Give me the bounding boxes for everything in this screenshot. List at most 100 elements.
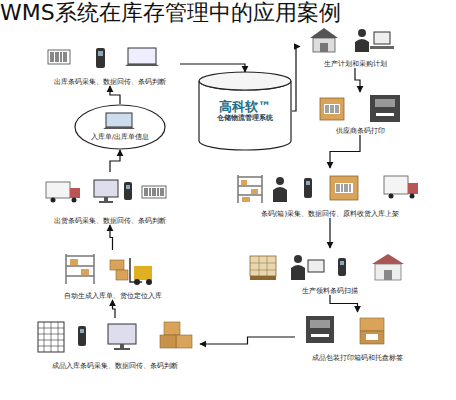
table-icon <box>38 322 64 352</box>
monitor-icon <box>108 324 136 350</box>
ellipse-outline <box>75 105 165 149</box>
pallet-icon-part <box>250 256 276 276</box>
truck-icon-part <box>389 194 394 199</box>
scanner-icon <box>304 178 312 198</box>
barcode-icon <box>48 50 70 64</box>
operator-icon-part <box>370 46 394 49</box>
monitor-icon-part <box>94 180 118 197</box>
cylinder-body <box>199 81 291 150</box>
box-stack-icon <box>160 322 192 348</box>
shelf-icon-part <box>66 254 94 284</box>
node-caption: 条码(箱)采集、数据回传、原料收货入库上架 <box>261 210 399 218</box>
laptop-icon-part <box>128 48 156 64</box>
forklift-icon-part <box>116 270 128 280</box>
barcode-icon-part <box>51 52 66 62</box>
laptop-icon-part <box>103 127 135 129</box>
pallet-icon-part <box>250 276 276 280</box>
shelf-icon <box>238 175 262 203</box>
truck-icon-part <box>384 176 408 194</box>
process-step: 生产计划和采购计划 <box>300 25 410 68</box>
operator-icon-part <box>291 265 305 280</box>
flow-arrow <box>110 225 113 250</box>
barcode-box-icon <box>320 98 344 120</box>
table-icon-part <box>38 322 64 352</box>
shelf-icon-part <box>70 259 78 265</box>
forklift-icon-part <box>134 279 140 285</box>
truck-icon-part <box>46 182 70 198</box>
monitor-icon <box>94 180 118 203</box>
node-caption: 供应商条码打印 <box>336 127 385 135</box>
shelf-icon-part <box>242 197 250 202</box>
laptop-icon-part <box>106 113 132 127</box>
operator-icon-part <box>273 187 287 202</box>
forklift-icon-part <box>146 279 152 285</box>
process-step: 出货条码采集、数据回传、条码判断 <box>40 172 180 225</box>
node-caption: 成品入库条码采集、数据回传、条码判断 <box>52 362 178 370</box>
barcode-box-icon-part <box>324 104 340 114</box>
flow-arrow <box>200 337 295 344</box>
diagram-title: WMS系统在库存管理中的应用案例 <box>0 0 341 26</box>
process-step: 出库条码采集、数据回传、条码判断 <box>40 42 180 86</box>
operator-icon <box>291 255 324 280</box>
process-step: 自动生成入库单、货位定位入库 <box>55 250 170 300</box>
box-stack-icon-part <box>360 318 384 331</box>
table-icon-part <box>38 322 64 352</box>
truck-icon-part <box>70 188 80 198</box>
scanner-icon <box>338 258 346 276</box>
flow-arrow <box>113 300 116 318</box>
shelf-icon <box>66 254 94 284</box>
printer-icon-part <box>310 320 330 328</box>
barcode-icon <box>142 186 166 198</box>
shelf-icon-part <box>241 180 247 185</box>
shelf-icon-part <box>251 189 258 194</box>
barcode-box-icon-part <box>335 183 353 193</box>
forklift-icon <box>110 258 152 285</box>
cylinder-top <box>199 72 291 90</box>
monitor-icon-part <box>99 201 113 203</box>
factory-icon-part <box>310 28 338 38</box>
scanner-icon-part <box>304 178 312 198</box>
warehouse-icon-part <box>372 254 404 264</box>
process-step: 条码(箱)采集、数据回传、原料收货入库上架 <box>232 168 428 218</box>
laptop-icon-part <box>125 64 159 66</box>
scanner-icon <box>78 326 86 346</box>
warehouse-icon-part <box>384 270 392 280</box>
operator-icon-part <box>358 29 366 37</box>
process-step: 成品入库条码采集、数据回传、条码判断 <box>30 318 200 370</box>
box-stack-icon-part <box>360 331 384 344</box>
printer-icon <box>370 95 400 122</box>
scanner-icon-part <box>78 326 86 346</box>
operator-icon-part <box>308 260 324 272</box>
process-step: 成品包装打印箱码和托盘标签 <box>295 312 420 362</box>
node-caption: 入库单/出库单信息 <box>91 133 149 141</box>
barcode-icon-part <box>145 188 163 196</box>
operator-icon <box>355 29 394 52</box>
system-name: 仓储物流管理系统 <box>217 114 273 123</box>
box-stack-icon <box>360 318 384 344</box>
truck-icon-part <box>72 198 77 203</box>
scanner-icon-part <box>340 261 344 265</box>
database-cylinder: 高科软™仓储物流管理系统 <box>198 72 292 150</box>
ellipse-outline <box>74 104 166 150</box>
box-stack-icon-part <box>366 334 378 340</box>
laptop-icon <box>125 48 159 66</box>
truck-icon-part <box>408 183 418 194</box>
pallet-icon-part <box>250 256 276 276</box>
operator-icon-part <box>374 32 390 44</box>
operator-icon-part <box>276 177 284 185</box>
printer-icon <box>306 316 334 343</box>
scanner-icon-part <box>98 51 103 56</box>
monitor-icon-part <box>120 344 124 348</box>
system-logo: 高科软™ <box>219 99 271 114</box>
shelf-icon-part <box>238 175 262 203</box>
printer-icon-part <box>376 113 394 116</box>
monitor-icon-part <box>108 324 136 344</box>
operator-icon-part <box>294 255 302 263</box>
scanner-icon-part <box>124 182 132 200</box>
factory-icon <box>310 28 338 52</box>
forklift-icon-part <box>110 260 124 270</box>
scanner-icon-part <box>126 185 130 189</box>
node-caption: 出库条码采集、数据回传、条码判断 <box>54 78 166 86</box>
